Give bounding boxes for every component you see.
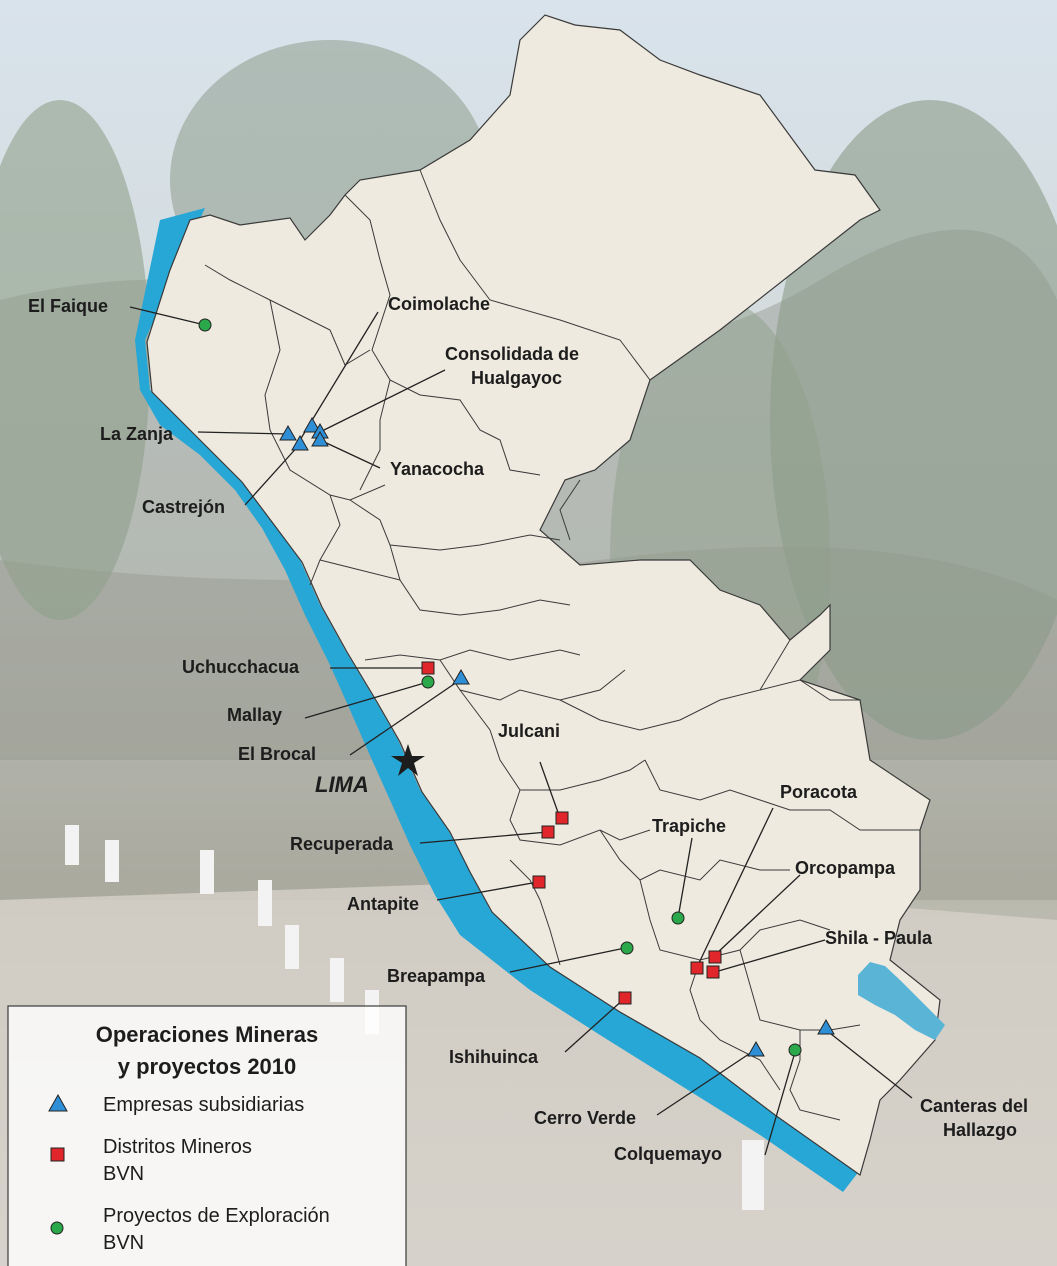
site-label: Antapite [347, 894, 419, 914]
marker-cerro-verde [747, 1040, 765, 1057]
site-label: Ishihuinca [449, 1047, 539, 1067]
marker-breapampa [620, 941, 634, 955]
marker-mallay [421, 675, 435, 689]
site-label: Yanacocha [390, 459, 485, 479]
site-label: La Zanja [100, 424, 174, 444]
site-label: Hualgayoc [471, 368, 562, 388]
lake-titicaca [858, 962, 945, 1040]
marker-ishihuinca [618, 991, 632, 1005]
legend: Operaciones Mineras y proyectos 2010 Emp… [7, 1005, 407, 1266]
legend-item-label: Empresas subsidiarias [103, 1094, 304, 1116]
site-label: Julcani [498, 721, 560, 741]
site-label: Recuperada [290, 834, 394, 854]
site-label: Canteras del [920, 1096, 1028, 1116]
marker-colquemayo [788, 1043, 802, 1057]
marker-shila-paula [706, 965, 720, 979]
site-label: Poracota [780, 782, 858, 802]
marker-canteras [817, 1018, 835, 1035]
lima-star-icon [391, 744, 425, 776]
marker-el-brocal [452, 668, 470, 685]
site-markers [198, 318, 835, 1057]
site-label: Coimolache [388, 294, 490, 314]
legend-item-label: Distritos Mineros [103, 1136, 252, 1158]
legend-item-label: Proyectos de Exploración [103, 1205, 330, 1227]
legend-box [7, 1005, 407, 1266]
legend-square-icon [50, 1147, 65, 1162]
site-label: Hallazgo [943, 1120, 1017, 1140]
marker-la-zanja [279, 424, 297, 441]
legend-circle-icon [50, 1221, 64, 1235]
site-label: Shila - Paula [825, 928, 933, 948]
marker-el-faique [198, 318, 212, 332]
site-label: Breapampa [387, 966, 486, 986]
marker-coimolache [303, 416, 321, 433]
marker-trapiche [671, 911, 685, 925]
site-label: Orcopampa [795, 858, 896, 878]
marker-antapite [532, 875, 546, 889]
legend-triangle-icon [48, 1093, 68, 1112]
site-label: Consolidada de [445, 344, 579, 364]
site-labels: El Faique Coimolache Consolidada de Hual… [28, 294, 1028, 1164]
site-label: Mallay [227, 705, 282, 725]
site-label: Castrejón [142, 497, 225, 517]
legend-title: y proyectos 2010 [118, 1054, 297, 1079]
site-label: Uchucchacua [182, 657, 300, 677]
site-label: El Faique [28, 296, 108, 316]
site-label: El Brocal [238, 744, 316, 764]
legend-item-label: BVN [103, 1232, 144, 1254]
marker-yanacocha [311, 430, 329, 447]
marker-poracota [690, 961, 704, 975]
site-label: Cerro Verde [534, 1108, 636, 1128]
marker-castrejon [291, 434, 309, 451]
site-label: Trapiche [652, 816, 726, 836]
peru-land [146, 14, 941, 1176]
marker-orcopampa [708, 950, 722, 964]
capital-label: LIMA [315, 772, 369, 797]
leader-lines [129, 306, 913, 1156]
legend-title: Operaciones Mineras [96, 1022, 319, 1047]
legend-item-label: BVN [103, 1163, 144, 1185]
site-label: Colquemayo [614, 1144, 722, 1164]
marker-recuperada [541, 825, 555, 839]
marker-julcani [555, 811, 569, 825]
marker-uchucchacua [421, 661, 435, 675]
